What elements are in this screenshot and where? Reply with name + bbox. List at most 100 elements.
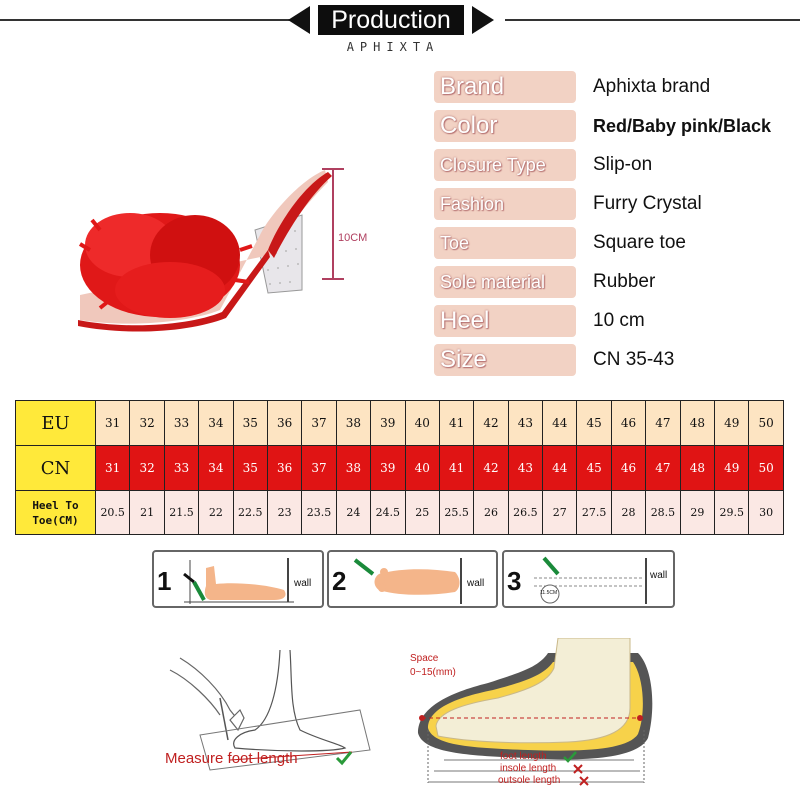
spec-row-sole-material: Sole material Rubber — [434, 266, 784, 298]
spec-key: Size — [434, 344, 576, 376]
size-cell: 37 — [301, 445, 337, 491]
size-row-label: EU — [15, 400, 96, 446]
step-number: 2 — [332, 566, 347, 596]
size-cell: 21 — [129, 490, 165, 535]
brand-subtitle: APHIXTA — [346, 40, 440, 54]
size-cell: 40 — [404, 445, 440, 491]
insole-length-label: insole length — [500, 763, 557, 774]
size-cell: 39 — [370, 400, 406, 446]
outsole-length-label: outsole length — [498, 775, 561, 786]
size-cell: 43 — [507, 400, 544, 446]
size-cell: 31 — [94, 400, 131, 446]
spec-row-toe: Toe Square toe — [434, 227, 784, 259]
spec-value: Furry Crystal — [593, 193, 702, 214]
shoe-cross-section — [418, 638, 653, 783]
spec-key: Toe — [434, 227, 576, 259]
spec-key: Closure Type — [434, 149, 576, 181]
size-cell: 33 — [163, 445, 200, 491]
height-dimension-cap-top — [322, 168, 344, 170]
spec-key: Sole material — [434, 266, 576, 298]
checkmark-icon — [335, 751, 353, 766]
product-image — [70, 160, 380, 340]
size-cell: 28.5 — [645, 490, 681, 535]
size-row-label: CN — [15, 445, 96, 491]
size-cell: 26.5 — [507, 490, 544, 535]
spec-value: Slip-on — [593, 154, 653, 175]
size-cell: 48 — [679, 400, 716, 446]
spec-row-color: Color Red/Baby pink/Black — [434, 110, 784, 142]
size-cell: 39 — [370, 445, 406, 491]
measure-foot-label: Measure foot length — [165, 750, 298, 767]
size-cell: 46 — [610, 445, 647, 491]
size-cell: 45 — [576, 400, 612, 446]
size-cell: 47 — [645, 445, 681, 491]
size-cell: 35 — [232, 445, 268, 491]
size-cell: 26 — [473, 490, 509, 535]
size-cell: 40 — [404, 400, 440, 446]
spec-value: Aphixta brand — [593, 76, 711, 97]
size-cell: 23.5 — [301, 490, 337, 535]
header-badge: Production — [288, 3, 494, 37]
space-range-label: 0~15(mm) — [410, 667, 456, 678]
spec-row-closure-type: Closure Type Slip-on — [434, 149, 784, 181]
size-cell: 44 — [542, 445, 578, 491]
size-cell: 36 — [266, 400, 303, 446]
size-cell: 50 — [748, 400, 784, 446]
spec-value: Square toe — [593, 232, 686, 253]
size-cell: 24 — [335, 490, 372, 535]
step-number: 1 — [157, 566, 172, 596]
wall-label: wall — [467, 578, 485, 589]
size-cell: 45 — [576, 445, 612, 491]
spec-value: Red/Baby pink/Black — [593, 116, 772, 136]
foot-length-label: foot length — [500, 751, 547, 762]
size-cell: 24.5 — [370, 490, 406, 535]
size-cell: 30 — [748, 490, 784, 535]
checkmark-icon — [563, 751, 577, 763]
size-cell: 29 — [679, 490, 716, 535]
spec-row-fashion: Fashion Furry Crystal — [434, 188, 784, 220]
header-rule-right — [505, 19, 800, 21]
size-cell: 22.5 — [232, 490, 268, 535]
size-cell: 36 — [266, 445, 303, 491]
size-cell: 48 — [679, 445, 716, 491]
cross-icon — [573, 764, 583, 774]
size-row-label: Heel To Toe(CM) — [15, 490, 96, 535]
size-cell: 49 — [714, 400, 750, 446]
spec-value: CN 35-43 — [593, 349, 675, 370]
size-cell: 44 — [542, 400, 578, 446]
size-cell: 42 — [473, 400, 509, 446]
wall-label: wall — [650, 570, 668, 581]
size-cell: 23 — [266, 490, 303, 535]
size-cell: 25.5 — [438, 490, 475, 535]
size-cell: 50 — [748, 445, 784, 491]
space-label: Space — [410, 653, 439, 664]
height-dimension-line — [332, 168, 334, 280]
ruler-icon — [534, 556, 647, 604]
spec-row-heel: Heel 10 cm — [434, 305, 784, 337]
cross-icon — [579, 776, 589, 786]
spec-key: Color — [434, 110, 576, 142]
spec-value: 10 cm — [593, 310, 645, 331]
header-badge-arrows — [288, 6, 494, 34]
size-cell: 20.5 — [94, 490, 131, 535]
height-dimension-cap-bottom — [322, 278, 344, 280]
size-cell: 49 — [714, 445, 750, 491]
size-cell: 22 — [198, 490, 234, 535]
size-cell: 32 — [129, 400, 165, 446]
size-cell: 32 — [129, 445, 165, 491]
spec-key: Brand — [434, 71, 576, 103]
size-cell: 27.5 — [576, 490, 612, 535]
size-cell: 41 — [438, 400, 475, 446]
wall-label: wall — [294, 578, 312, 589]
size-cell: 35 — [232, 400, 268, 446]
ruler-measure-label: 11.5CM — [540, 590, 558, 596]
size-cell: 31 — [94, 445, 131, 491]
header-rule-left — [0, 19, 290, 21]
size-cell: 43 — [507, 445, 544, 491]
spec-row-size: Size CN 35-43 — [434, 344, 784, 376]
foot-top-icon — [353, 558, 462, 604]
size-cell: 28 — [610, 490, 647, 535]
